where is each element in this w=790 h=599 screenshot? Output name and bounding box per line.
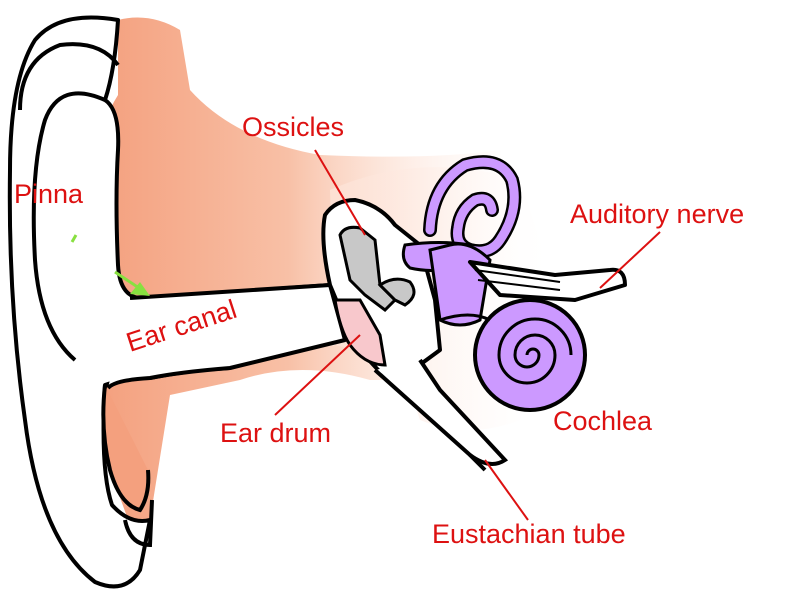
label-eustachian-tube: Eustachian tube bbox=[432, 519, 626, 549]
cochlea-shape bbox=[439, 298, 587, 412]
label-ear-drum: Ear drum bbox=[220, 418, 331, 448]
label-pinna: Pinna bbox=[14, 179, 84, 209]
label-cochlea: Cochlea bbox=[553, 406, 653, 436]
pinna-arrow bbox=[70, 234, 150, 296]
ossicles-leader-line bbox=[314, 149, 366, 236]
auditory-nerve-shape bbox=[468, 260, 627, 302]
auditory-nerve-leader-line bbox=[599, 231, 661, 289]
label-auditory-nerve: Auditory nerve bbox=[570, 199, 744, 229]
ear-canal-shape bbox=[106, 283, 347, 390]
leader-lines bbox=[274, 149, 661, 521]
label-ossicles: Ossicles bbox=[242, 112, 344, 142]
ossicles-shape bbox=[338, 225, 416, 312]
semicircular-canals bbox=[401, 155, 522, 327]
ear-drum-leader-line bbox=[274, 334, 361, 416]
ear-drum-shape bbox=[333, 298, 387, 367]
eustachian-tube-leader-line bbox=[484, 459, 529, 521]
